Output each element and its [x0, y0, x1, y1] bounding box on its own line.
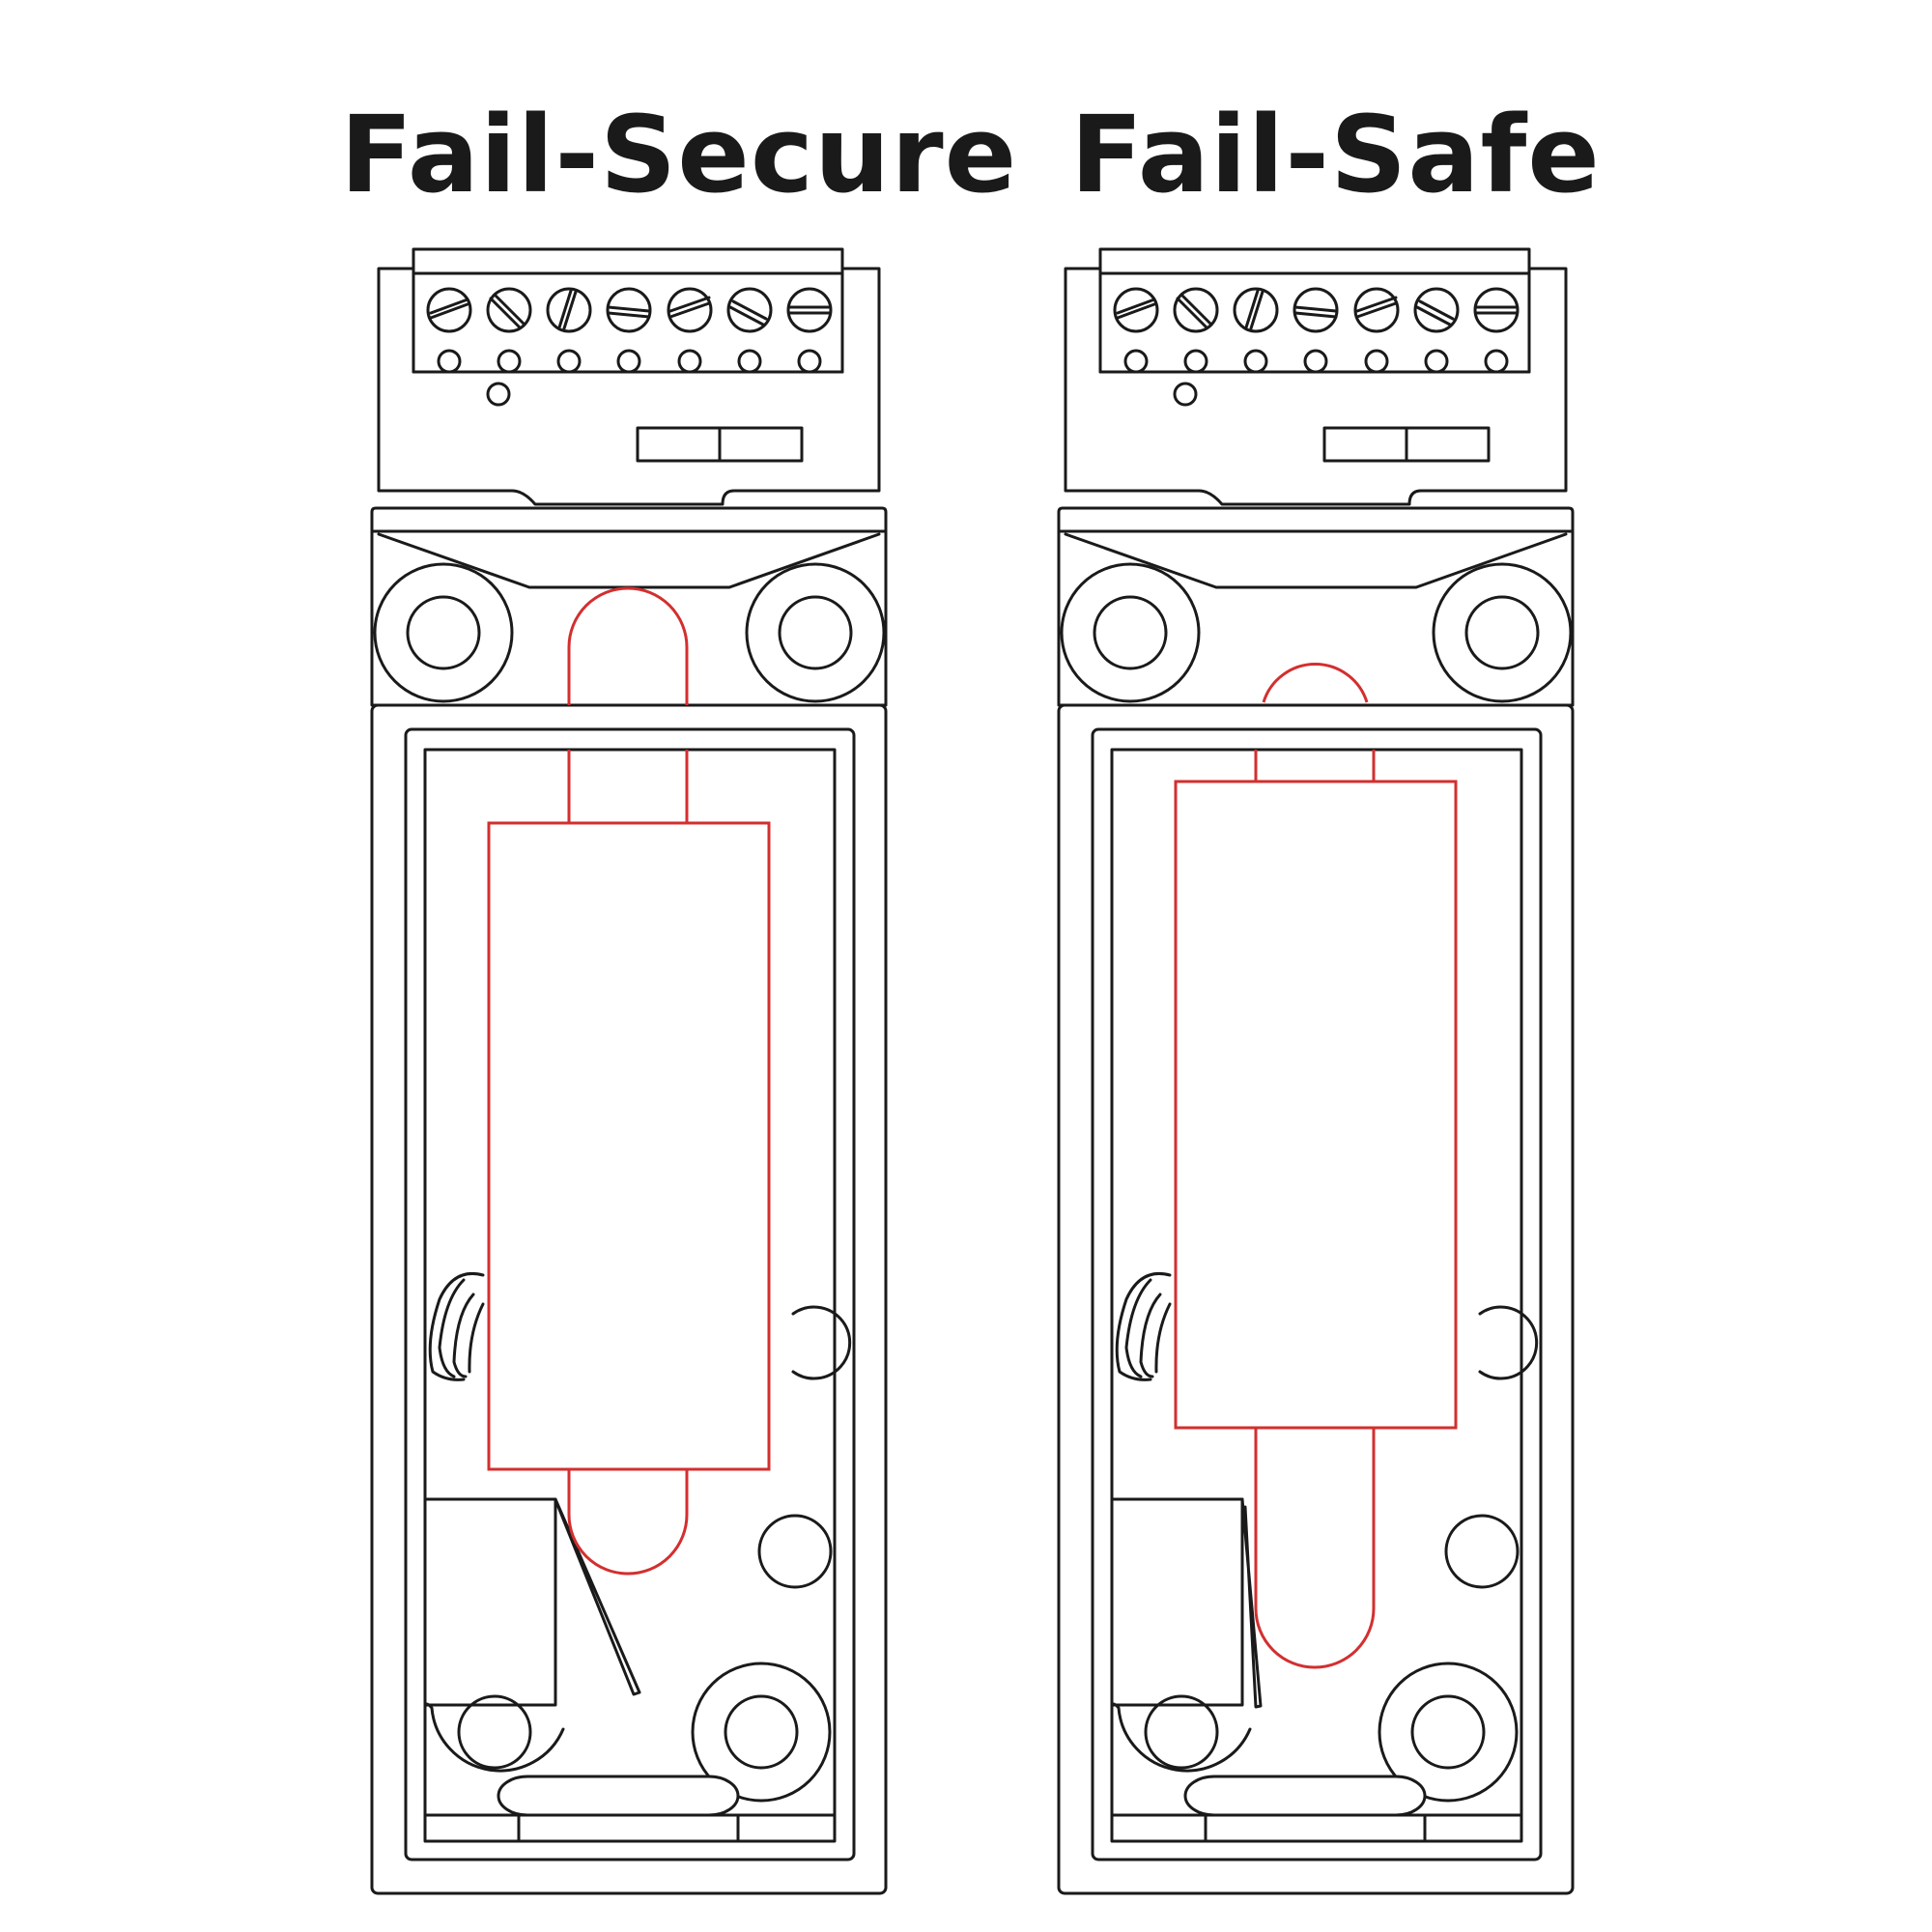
- strike-body: [1057, 703, 1575, 1895]
- top-plate: [1057, 506, 1575, 707]
- fail-safe-title: Fail-Safe: [1070, 93, 1601, 216]
- terminal-screws: [1113, 287, 1520, 333]
- fail-secure-title: Fail-Secure: [340, 93, 1018, 216]
- solenoid: [487, 821, 771, 1471]
- terminal-block: [377, 247, 881, 506]
- keeper-assembly: [1174, 663, 1458, 1669]
- fail-secure-strike: [370, 247, 888, 1895]
- fail-safe-strike: [1057, 247, 1575, 1895]
- terminal-holes: [1123, 349, 1509, 407]
- keeper-assembly: [487, 586, 771, 1576]
- terminal-screws: [426, 287, 833, 333]
- solenoid: [1174, 780, 1458, 1430]
- strike-body: [370, 703, 888, 1895]
- terminal-block: [1064, 247, 1568, 506]
- terminal-holes: [437, 349, 822, 407]
- top-plate: [370, 506, 888, 707]
